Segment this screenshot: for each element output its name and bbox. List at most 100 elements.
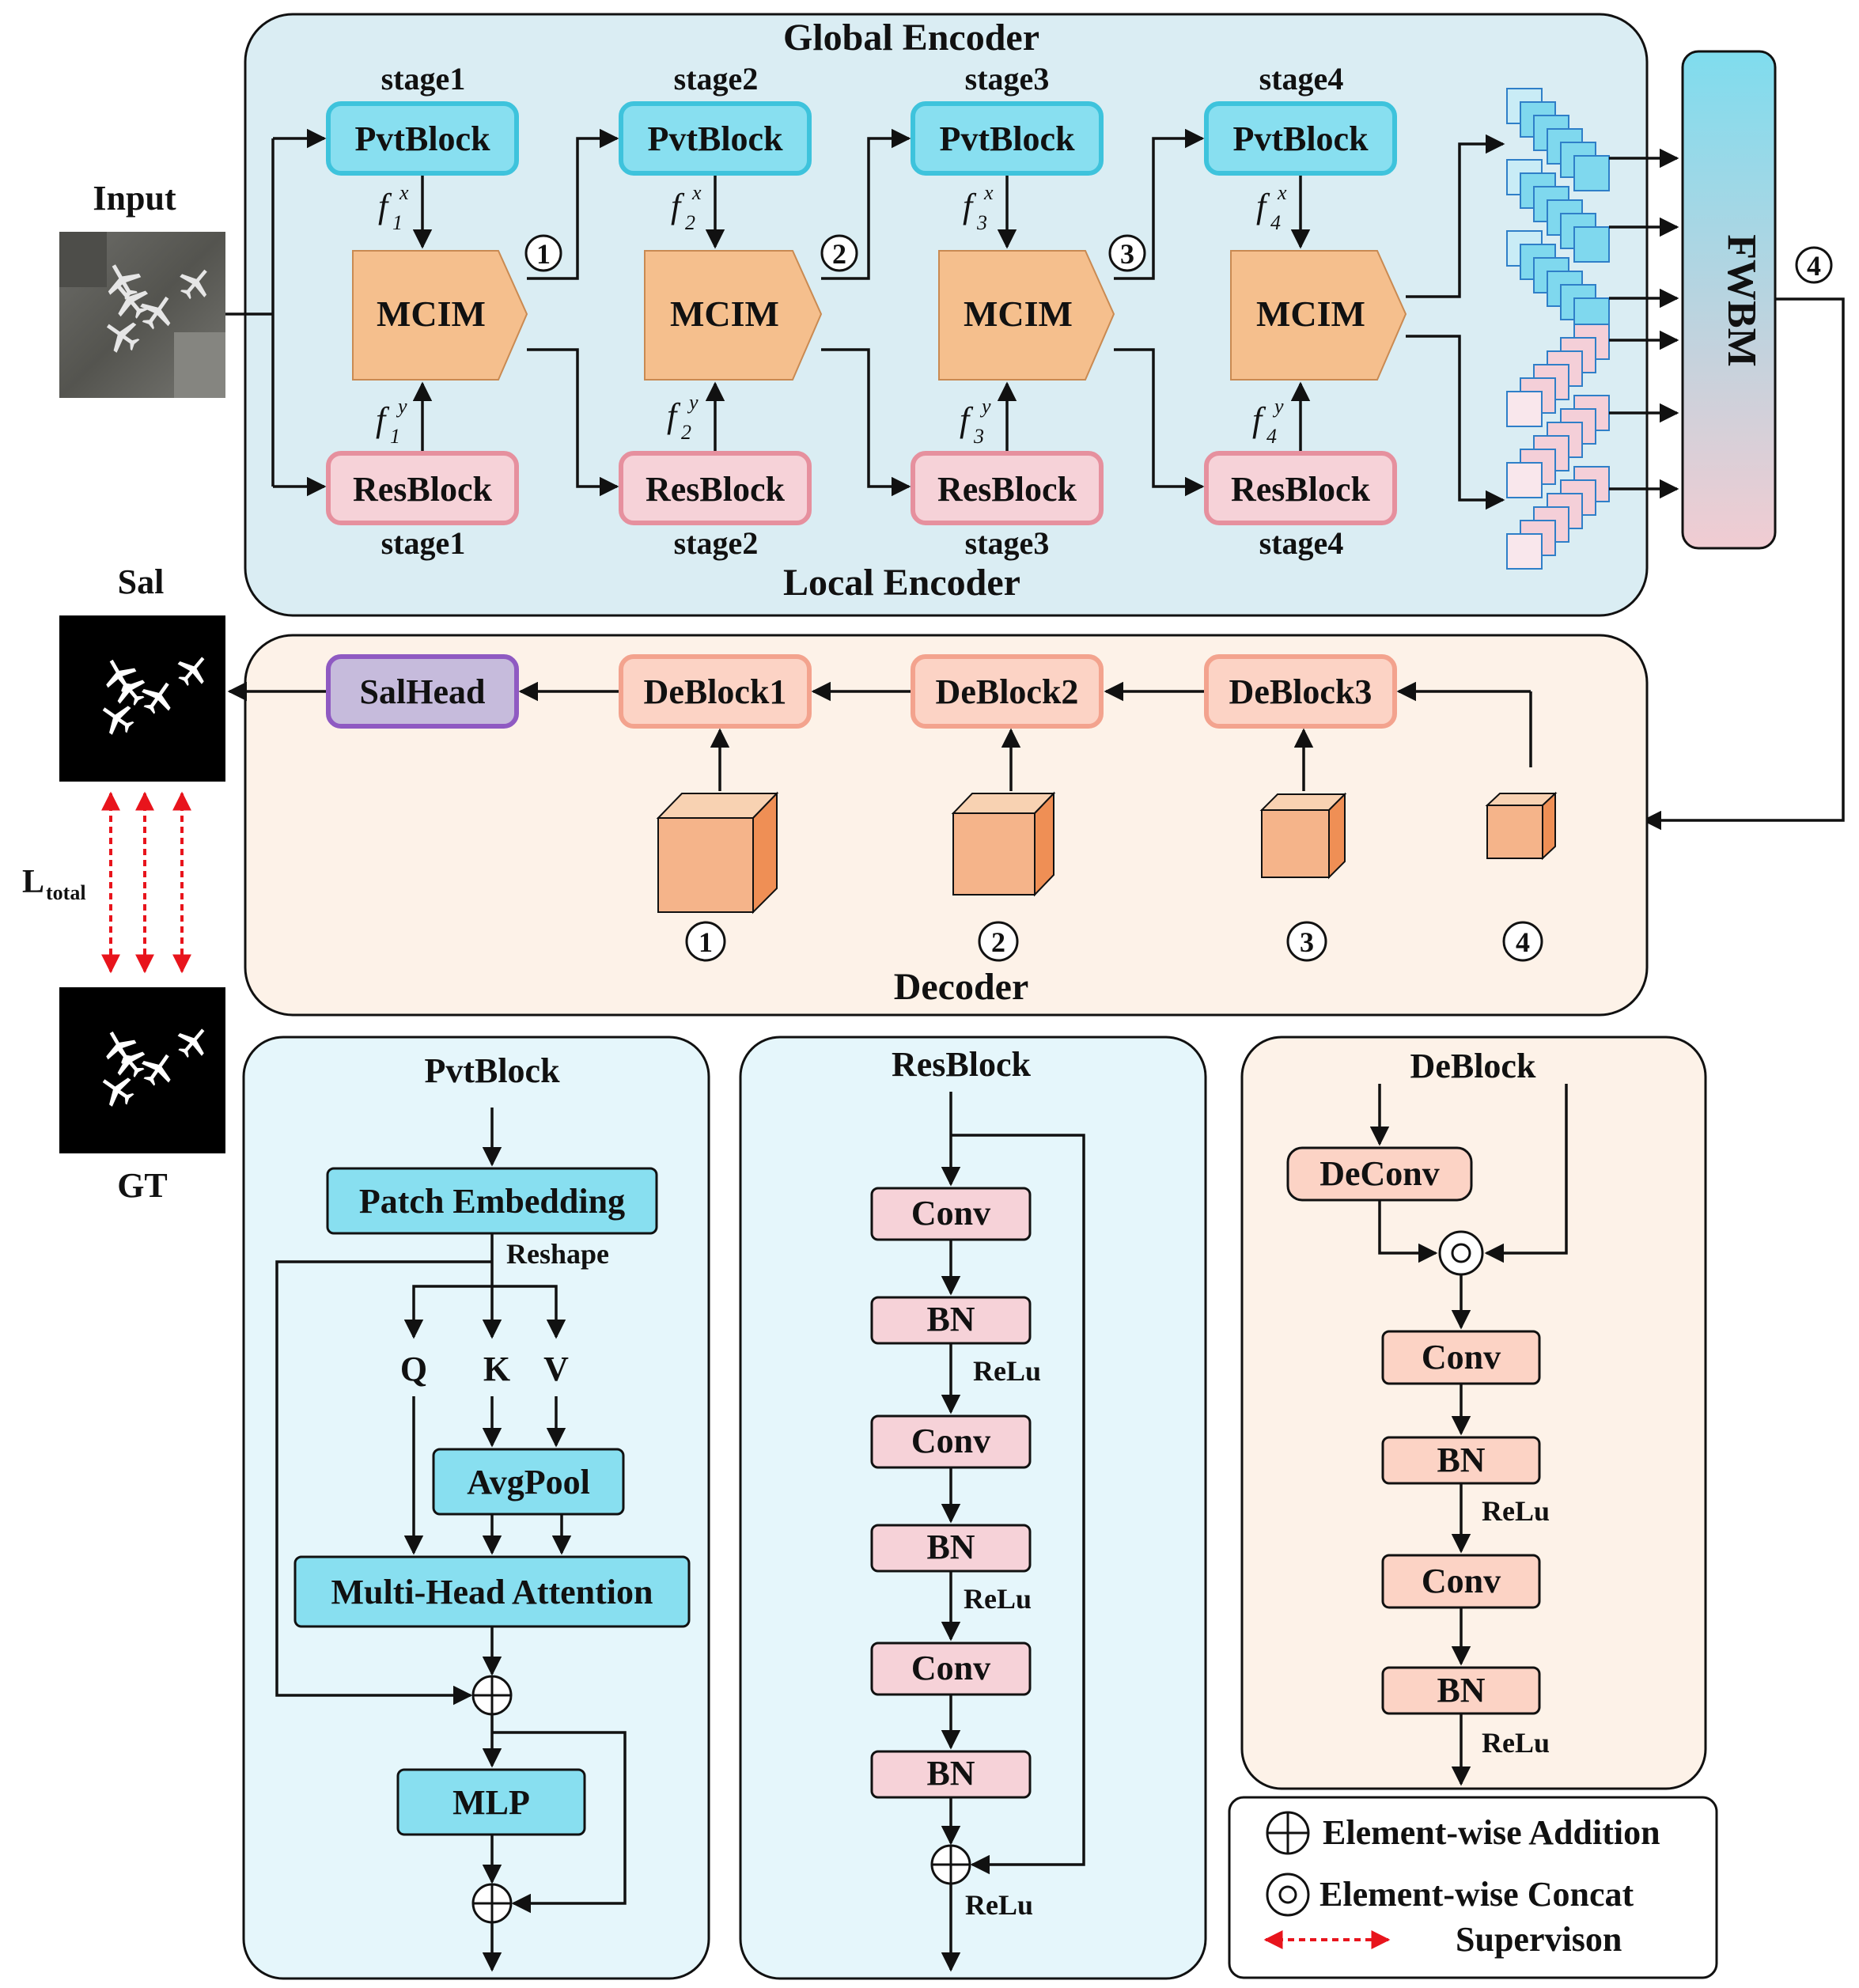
- svg-text:MLP: MLP: [452, 1783, 530, 1822]
- pvt-addition-2: [471, 1883, 513, 1924]
- mcim-stage3: MCIM: [938, 250, 1115, 381]
- multi-head-attention-block: Multi-Head Attention: [293, 1555, 691, 1628]
- svg-text:AvgPool: AvgPool: [467, 1463, 590, 1501]
- svg-text:PvtBlock: PvtBlock: [939, 119, 1075, 158]
- k-label: K: [483, 1350, 510, 1388]
- reshape-label: Reshape: [506, 1238, 609, 1270]
- global-encoder-title: Global Encoder: [783, 17, 1039, 59]
- patch-embedding-block: Patch Embedding: [326, 1167, 658, 1235]
- legend-addition-label: Element-wise Addition: [1323, 1813, 1660, 1852]
- legend-supervision-label: Supervison: [1456, 1920, 1622, 1959]
- stage-label-bottom-2: stage2: [674, 525, 759, 561]
- resblock-panel: [739, 1036, 1207, 1980]
- svg-text:y: y: [979, 395, 991, 418]
- svg-text:BN: BN: [926, 1754, 975, 1793]
- svg-text:2: 2: [685, 211, 695, 234]
- pvt-addition-1: [471, 1675, 513, 1716]
- fwbm-out-marker: 4: [1795, 246, 1833, 284]
- decoder-arrows: [227, 681, 1532, 791]
- svg-text:ResBlock: ResBlock: [937, 470, 1077, 509]
- svg-text:Conv: Conv: [1422, 1562, 1501, 1600]
- legend-concat-icon: [1266, 1873, 1310, 1917]
- svg-text:Patch Embedding: Patch Embedding: [359, 1182, 625, 1221]
- deblock-relu-2: ReLu: [1482, 1727, 1550, 1759]
- svg-text:MCIM: MCIM: [964, 293, 1073, 334]
- encoder-vertical-arrows: [412, 176, 1311, 451]
- supervision-arrows: [101, 791, 191, 974]
- local-feature-stacks: [1506, 324, 1610, 570]
- svg-text:Multi-Head Attention: Multi-Head Attention: [331, 1573, 653, 1611]
- loss-label: L total: [22, 864, 86, 904]
- res-relu-1: ReLu: [973, 1355, 1041, 1387]
- res-relu-3: ReLu: [965, 1889, 1033, 1921]
- deblock-conv-2: Conv: [1381, 1554, 1541, 1609]
- svg-text:x: x: [399, 181, 409, 204]
- svg-text:DeBlock3: DeBlock3: [1229, 672, 1372, 711]
- mcim-stage1: MCIM: [352, 250, 528, 381]
- svg-text:Conv: Conv: [911, 1649, 990, 1687]
- deblock-conv-1: Conv: [1381, 1330, 1541, 1385]
- deblock-bn-1: BN: [1381, 1436, 1541, 1485]
- res-conv-3: Conv: [870, 1642, 1032, 1696]
- svg-text:4: 4: [1270, 211, 1281, 234]
- gt-image: [59, 987, 225, 1153]
- res-block-stage3: ResBlock: [911, 451, 1104, 525]
- svg-text:2: 2: [681, 421, 691, 444]
- svg-text:y: y: [687, 391, 699, 414]
- global-feature-stacks: [1506, 88, 1610, 334]
- pvt-block-stage3: PvtBlock: [911, 101, 1104, 176]
- res-block-stage2: ResBlock: [619, 451, 812, 525]
- svg-text:SalHead: SalHead: [360, 672, 486, 711]
- svg-text:ResBlock: ResBlock: [1231, 470, 1371, 509]
- svg-text:Conv: Conv: [1422, 1338, 1501, 1376]
- svg-text:2: 2: [991, 926, 1005, 958]
- res-bn-1: BN: [870, 1296, 1032, 1345]
- resblock-arrows: [941, 1092, 1085, 1972]
- circled-number-3: 3: [1108, 234, 1146, 272]
- res-bn-3: BN: [870, 1750, 1032, 1799]
- svg-text:x: x: [691, 181, 702, 204]
- svg-text:BN: BN: [926, 1300, 975, 1339]
- fwbm-to-decoder-arrow: [1641, 297, 1845, 831]
- feature-cube-1: [656, 791, 779, 914]
- stack-to-fwbm-arrows: [1609, 148, 1679, 499]
- svg-text:1: 1: [390, 425, 400, 448]
- deblock-panel: [1240, 1036, 1707, 1790]
- sal-image: [59, 615, 225, 782]
- cube-marker-2: 2: [978, 921, 1019, 962]
- gt-label: GT: [117, 1166, 168, 1205]
- feature-cube-4: [1485, 791, 1558, 861]
- resblock-panel-title: ResBlock: [892, 1045, 1032, 1084]
- cube-marker-3: 3: [1286, 921, 1327, 962]
- cube-marker-4: 4: [1502, 921, 1543, 962]
- svg-text:3: 3: [973, 425, 984, 448]
- svg-text:BN: BN: [1437, 1441, 1485, 1479]
- pvt-block-stage2: PvtBlock: [619, 101, 812, 176]
- svg-text:4: 4: [1807, 250, 1821, 282]
- sal-label: Sal: [118, 562, 165, 601]
- pvt-block-stage4: PvtBlock: [1204, 101, 1397, 176]
- stage-label-top-1: stage1: [381, 61, 466, 97]
- legend-concat-label: Element-wise Concat: [1319, 1875, 1634, 1914]
- svg-text:PvtBlock: PvtBlock: [1232, 119, 1369, 158]
- stage-label-bottom-3: stage3: [965, 525, 1050, 561]
- pvtblock-panel-title: PvtBlock: [424, 1051, 560, 1090]
- svg-text:BN: BN: [926, 1528, 975, 1566]
- svg-text:x: x: [1277, 181, 1287, 204]
- circled-number-1: 1: [524, 234, 562, 272]
- pvtblock-arrows: [275, 1108, 627, 1972]
- feature-cube-2: [951, 791, 1056, 897]
- deblock-bn-2: BN: [1381, 1666, 1541, 1715]
- svg-text:x: x: [983, 181, 994, 204]
- svg-text:1: 1: [699, 926, 713, 958]
- svg-text:y: y: [1272, 395, 1284, 418]
- svg-text:3: 3: [1120, 238, 1134, 270]
- svg-text:MCIM: MCIM: [1256, 293, 1365, 334]
- svg-text:L: L: [22, 864, 44, 900]
- mlp-block: MLP: [396, 1768, 586, 1836]
- input-label: Input: [93, 179, 176, 218]
- mcim-stage4: MCIM: [1230, 250, 1407, 381]
- deblock-panel-title: DeBlock: [1410, 1047, 1536, 1085]
- svg-text:ResBlock: ResBlock: [353, 470, 493, 509]
